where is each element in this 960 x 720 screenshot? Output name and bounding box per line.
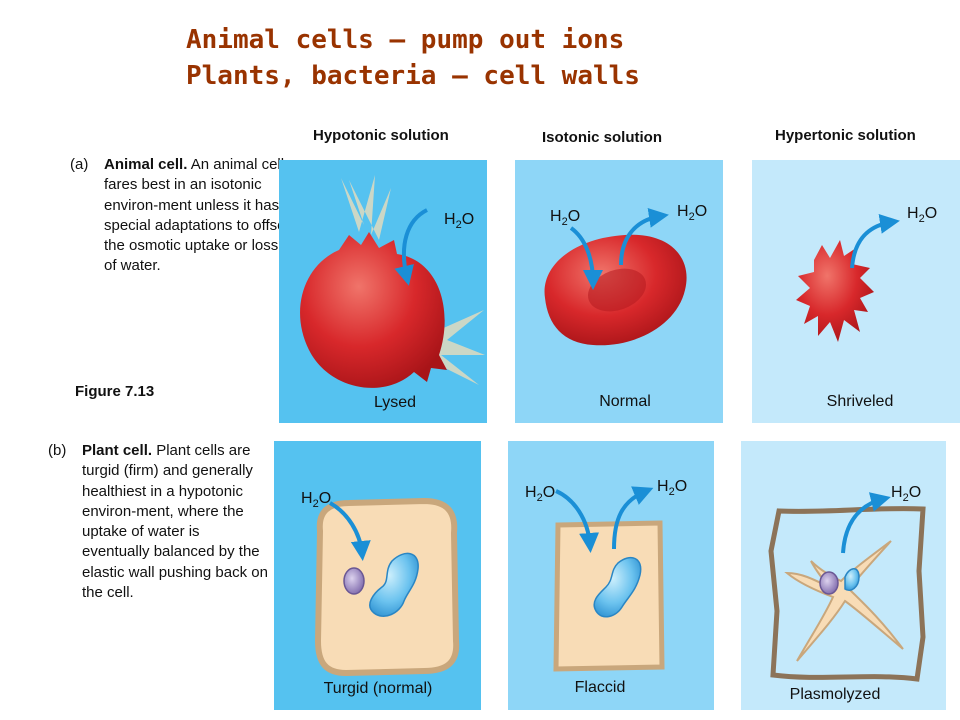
- panel-animal-isotonic: H2O H2O Normal: [515, 160, 723, 423]
- plasmolyzed-label: Plasmolyzed: [790, 686, 881, 703]
- water-label: H2O: [907, 205, 937, 225]
- water-in-arrow: [555, 489, 600, 553]
- water-label-right: H2O: [657, 478, 687, 498]
- shrunken-vacuole: [844, 568, 860, 591]
- hypertonic-header: Hypertonic solution: [775, 127, 916, 144]
- water-out-arrow: [850, 213, 900, 269]
- turgid-label: Turgid (normal): [324, 680, 433, 697]
- animal-heading: Animal cell.: [104, 156, 188, 173]
- figure-label: Figure 7.13: [75, 383, 155, 400]
- panel-animal-hypertonic: H2O Shriveled: [752, 160, 960, 423]
- shriveled-label: Shriveled: [827, 393, 894, 410]
- central-vacuole: [593, 556, 642, 618]
- water-out-arrow: [619, 207, 669, 266]
- nucleus: [819, 571, 839, 595]
- water-label-left: H2O: [550, 208, 580, 228]
- plant-text: Plant cells are turgid (firm) and genera…: [82, 442, 268, 602]
- water-in-arrow: [328, 501, 371, 561]
- nucleus: [343, 567, 365, 595]
- plant-heading: Plant cell.: [82, 442, 153, 459]
- panel-plant-hypotonic: H2O Turgid (normal): [274, 441, 481, 710]
- central-vacuole: [369, 552, 419, 617]
- cell-wall: [768, 506, 926, 682]
- water-out-arrow: [612, 486, 654, 550]
- flaccid-label: Flaccid: [575, 679, 626, 696]
- normal-label: Normal: [599, 393, 651, 410]
- water-label-right: H2O: [677, 203, 707, 223]
- shriveled-red-blood-cell: [796, 240, 874, 342]
- water-out-arrow: [841, 492, 891, 554]
- panel-animal-hypotonic: H2O Lysed: [279, 160, 487, 423]
- animal-part-label: (a): [70, 156, 89, 173]
- plant-part-label: (b): [48, 442, 67, 459]
- water-label-left: H2O: [525, 484, 555, 504]
- water-label: H2O: [891, 484, 921, 504]
- page-title: Animal cells – pump out ions Plants, bac…: [186, 22, 640, 94]
- cytoplasm-spray-top: [341, 175, 391, 240]
- water-label: H2O: [444, 211, 474, 231]
- title-line-1: Animal cells – pump out ions: [186, 25, 625, 55]
- title-line-2: Plants, bacteria – cell walls: [186, 61, 640, 91]
- panel-plant-isotonic: H2O H2O Flaccid: [508, 441, 714, 710]
- animal-text: An animal cell fares best in an isotonic…: [104, 156, 290, 275]
- hypotonic-header: Hypotonic solution: [313, 127, 449, 144]
- lysed-label: Lysed: [374, 394, 416, 411]
- water-in-arrow: [394, 208, 428, 286]
- water-label: H2O: [301, 490, 331, 510]
- water-in-arrow: [569, 226, 603, 290]
- isotonic-header: Isotonic solution: [542, 129, 662, 146]
- panel-plant-hypertonic: H2O Plasmolyzed: [741, 441, 946, 710]
- plasmolyzed-protoplast: [784, 540, 904, 662]
